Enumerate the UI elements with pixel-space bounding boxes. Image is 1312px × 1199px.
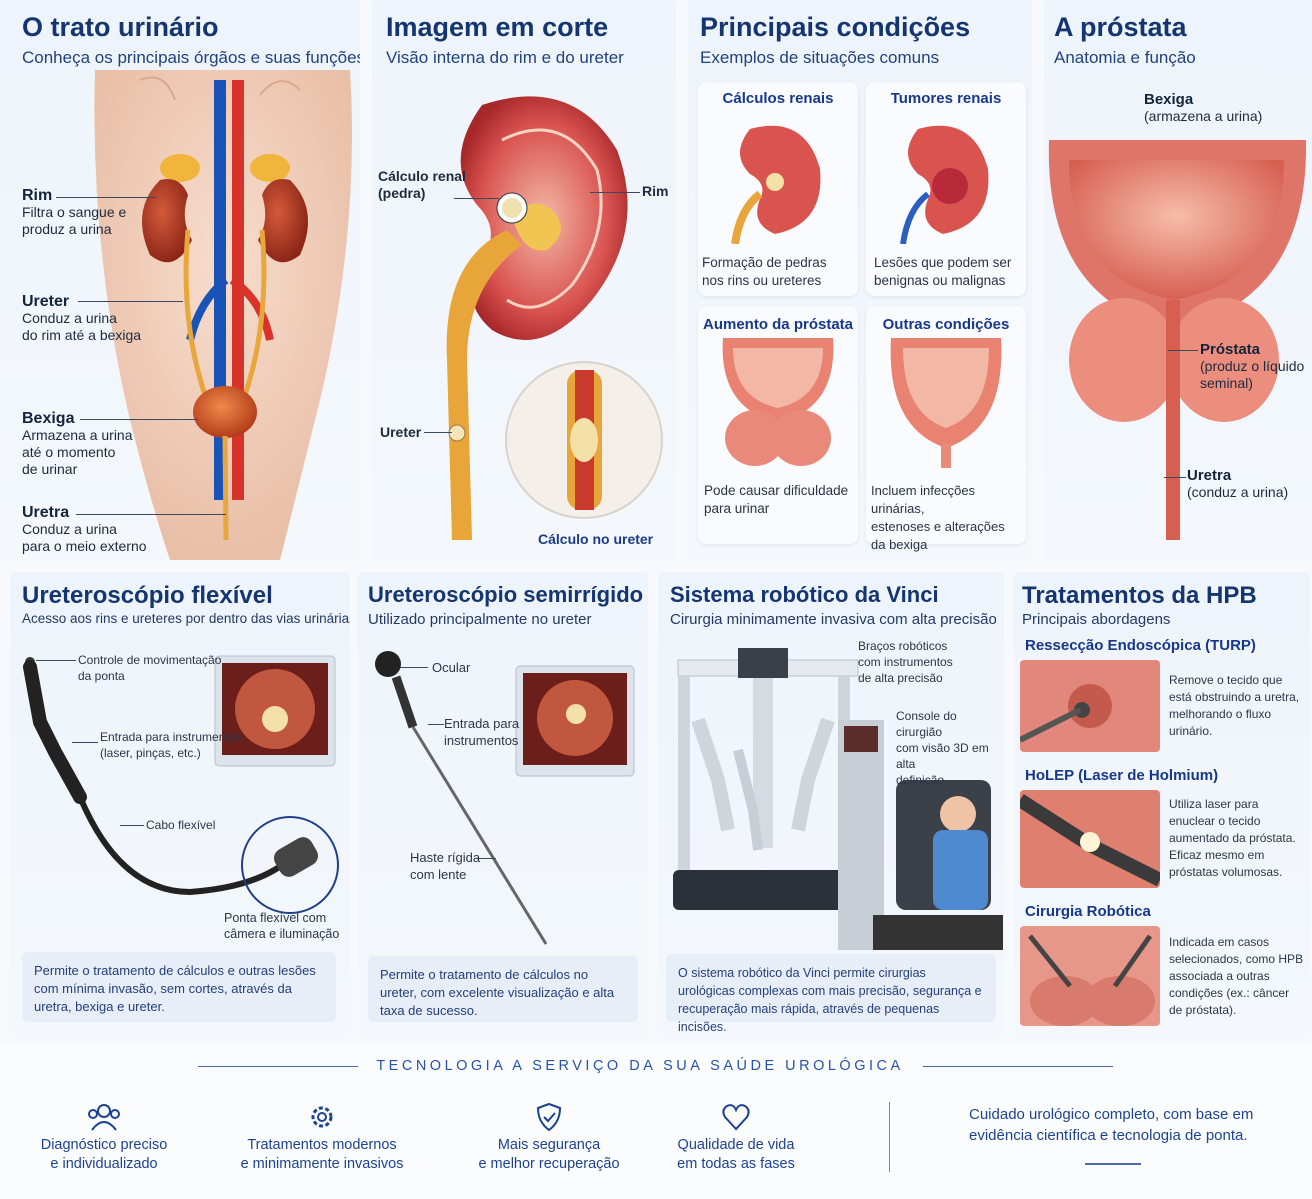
panel-title: Tratamentos da HPB (1022, 582, 1257, 609)
panel-kidney-section: Imagem em corte Visão interna do rim e d… (372, 0, 676, 560)
semirigid-ureteroscope-illustration (375, 651, 635, 945)
panel-urinary-tract: O trato urinário Conheça os principais ó… (0, 0, 360, 560)
label-ureter: Ureter (380, 424, 422, 440)
panel-prostate: A próstata Anatomia e função Bexiga(arma… (1044, 0, 1312, 560)
panel-title: Imagem em corte (386, 12, 609, 42)
flexible-ureteroscope-illustration (23, 655, 339, 914)
label-cable: Cabo flexível (146, 818, 216, 832)
label-instruments: Entrada para instrumentos(laser, pinças,… (100, 730, 242, 760)
gear-icon (311, 1106, 333, 1128)
label-ocular: Ocular (432, 660, 471, 675)
footer-banner: TECNOLOGIA A SERVIÇO DA SUA SAÚDE UROLÓG… (376, 1058, 904, 1074)
treatment-title-turp: Ressecção Endoscópica (TURP) (1025, 637, 1256, 654)
panel-title: Ureteroscópio semirrígido (368, 582, 644, 607)
panel-title: Principais condições (700, 12, 971, 42)
enlarged-prostate-icon (722, 338, 834, 466)
label-bexiga: Bexiga(armazena a urina) (1144, 91, 1263, 124)
panel-subtitle: Exemplos de situações comuns (700, 48, 940, 67)
panel-title: Sistema robótico da Vinci (670, 582, 939, 607)
panel-subtitle: Utilizado principalmente no ureter (368, 611, 592, 628)
note-davinci: O sistema robótico da Vinci permite ciru… (666, 954, 996, 1034)
card-outras-condicoes: Outras condições Incluem infecções uriná… (866, 306, 1026, 552)
panel-subtitle: Conheça os principais órgãos e suas funç… (22, 48, 360, 67)
shield-check-icon (536, 1102, 562, 1132)
label-calculo-renal: Cálculo renal(pedra) (378, 168, 466, 201)
panel-subtitle: Anatomia e função (1054, 48, 1196, 67)
treatment-title-holep: HoLEP (Laser de Holmium) (1025, 767, 1219, 784)
panel-hpb-treatments: Tratamentos da HPB Principais abordagens… (1014, 572, 1310, 1038)
panel-subtitle: Visão interna do rim e do ureter (386, 48, 624, 67)
panel-semirigid-ureteroscope: Ureteroscópio semirrígido Utilizado prin… (358, 572, 648, 1038)
bladder-icon (890, 338, 1002, 468)
people-icon (88, 1104, 120, 1131)
robotic-system-illustration (673, 648, 1003, 950)
card-aumento-prostata: Aumento da próstata Pode causar dificuld… (698, 306, 858, 544)
panel-title: A próstata (1054, 12, 1187, 42)
turp-image (1020, 660, 1160, 752)
label-rim: Rim (642, 183, 669, 199)
heart-icon (722, 1104, 750, 1131)
kidney-stone-icon (731, 125, 821, 244)
panel-title: Ureteroscópio flexível (22, 582, 273, 609)
kidney-tumor-icon (900, 125, 989, 244)
panel-subtitle: Principais abordagens (1022, 611, 1171, 628)
panel-subtitle: Cirurgia minimamente invasiva com alta p… (670, 611, 997, 628)
panel-subtitle: Acesso aos rins e ureteres por dentro da… (22, 611, 350, 626)
note-semirigid: Permite o tratamento de cálculos no uret… (368, 956, 638, 1022)
label-uretra: Uretra(conduz a urina) (1187, 467, 1289, 500)
panel-davinci: Sistema robótico da Vinci Cirurgia minim… (658, 572, 1004, 1038)
prostate-anatomy-illustration (1048, 140, 1307, 540)
note-flexible: Permite o tratamento de cálculos e outra… (22, 952, 336, 1022)
panel-conditions: Principais condições Exemplos de situaçõ… (688, 0, 1032, 560)
label-calculo-ureter: Cálculo no ureter (538, 531, 654, 547)
treatment-title-robotic: Cirurgia Robótica (1025, 903, 1151, 920)
panel-flexible-ureteroscope: Ureteroscópio flexível Acesso aos rins e… (10, 572, 350, 1038)
robotic-surgery-image (1020, 926, 1160, 1026)
holep-image (1020, 790, 1160, 888)
urinary-tract-illustration (94, 70, 352, 560)
panel-title: O trato urinário (22, 12, 219, 42)
kidney-cross-section-illustration (446, 96, 663, 540)
footer: TECNOLOGIA A SERVIÇO DA SUA SAÚDE UROLÓG… (0, 1044, 1312, 1199)
